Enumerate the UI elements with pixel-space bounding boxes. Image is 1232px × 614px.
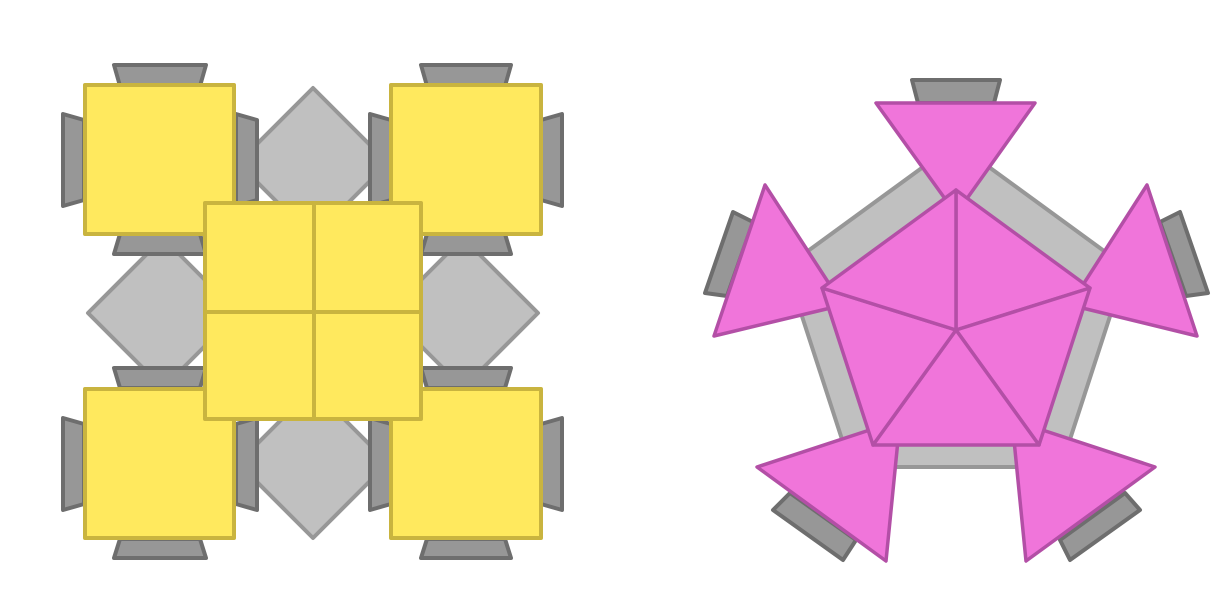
- tab: [112, 537, 208, 560]
- pink-outer-triangles: [712, 101, 1199, 563]
- tab: [419, 63, 513, 88]
- yellow-corner-squares: [83, 83, 543, 540]
- tab: [61, 112, 86, 208]
- center-pentagon: [820, 188, 1092, 447]
- triangle-top: [874, 101, 1037, 216]
- diamond-bottom: [236, 386, 390, 540]
- center-square: [203, 201, 423, 421]
- tab: [112, 63, 208, 88]
- tab: [1058, 491, 1142, 562]
- tab: [61, 416, 86, 512]
- center-wedge-5: [820, 188, 958, 332]
- tab: [419, 537, 513, 560]
- tab: [539, 416, 564, 512]
- tab: [368, 416, 393, 512]
- center-cell-top-left: [203, 201, 316, 314]
- tab: [112, 232, 208, 256]
- tab: [419, 366, 513, 390]
- square-assembly: [61, 63, 564, 560]
- center-cell-bottom-right: [312, 310, 423, 421]
- tab: [234, 112, 259, 208]
- tab: [1158, 210, 1210, 298]
- triangle-bottom-right: [1010, 418, 1157, 563]
- tab: [910, 78, 1002, 105]
- tab: [419, 232, 513, 256]
- tab: [112, 366, 208, 390]
- tab: [539, 112, 564, 208]
- center-cell-bottom-left: [203, 310, 316, 421]
- triangle-bottom-left: [755, 418, 902, 563]
- tab: [234, 416, 259, 512]
- triangle-left: [712, 183, 845, 338]
- gray-tabs: [61, 63, 564, 560]
- tab: [368, 112, 393, 208]
- triangle-right: [1068, 183, 1199, 338]
- center-cell-top-right: [312, 201, 423, 314]
- pentagon-assembly: [703, 78, 1210, 563]
- gray-tabs-pentagon: [703, 78, 1210, 562]
